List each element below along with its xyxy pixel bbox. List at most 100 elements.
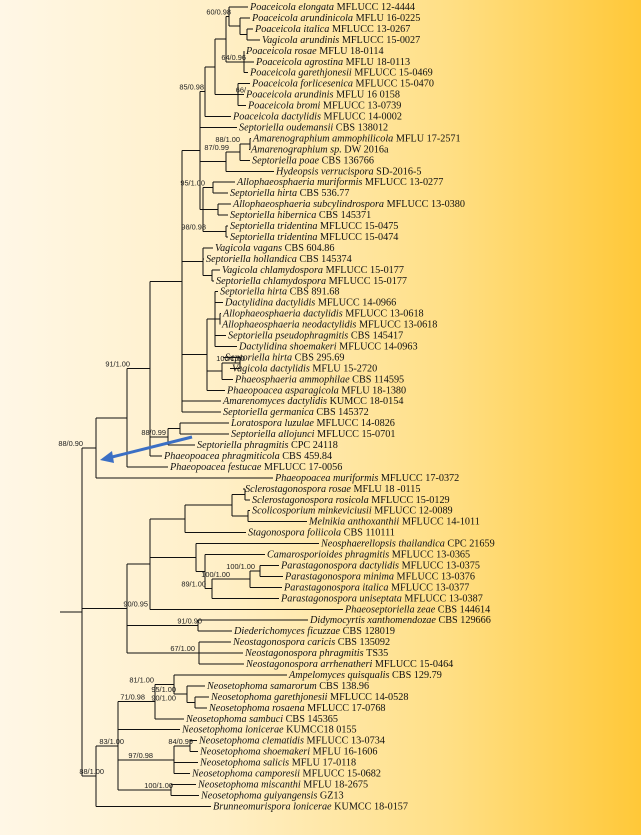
taxon-label: Phaeopoacea asparagicola MFLU 18-1380: [226, 385, 406, 396]
taxon-voucher: MFLU 18 -0115: [353, 484, 420, 495]
taxon-name: Poaceicola agrostina: [255, 57, 346, 68]
taxon-name: Poaceicola italica: [254, 24, 332, 35]
taxon-name: Parastagonospora dactylidis: [280, 560, 402, 571]
taxon-label: Poaceicola rosae MFLU 18-0114: [245, 46, 384, 57]
taxon-label: Dactylidina dactylidis MFLUCC 14-0966: [224, 298, 396, 309]
taxon-name: Sclerostagonospora rosicola: [252, 495, 371, 506]
taxon-voucher: CBS 145374: [299, 254, 351, 265]
support-value: 81/1.00: [129, 676, 154, 685]
taxon-label: Amarenographium sp. DW 2016a: [250, 144, 389, 155]
taxon-voucher: TS35: [366, 648, 388, 659]
taxon-name: Neosphaerellopsis thailandica: [320, 539, 447, 550]
support-value: 88/1.00: [79, 767, 104, 776]
taxon-label: Parastagonospora dactylidis MFLUCC 13-03…: [280, 560, 480, 571]
taxon-name: Ampelomyces quisqualis: [288, 670, 392, 681]
taxon-label: Phaeoseptoriella zeae CBS 144614: [344, 604, 490, 615]
taxon-voucher: MFLUCC 15-0682: [303, 769, 381, 780]
taxon-label: Parastagonospora uniseptata MFLUCC 13-03…: [280, 593, 483, 604]
taxon-name: Neosetophoma salicis: [199, 758, 292, 769]
taxon-voucher: SD-2016-5: [376, 166, 421, 177]
taxon-label: Loratospora luzulae MFLUCC 14-0826: [230, 418, 395, 429]
taxon-voucher: CBS 138012: [336, 122, 388, 133]
taxon-label: Neosetophoma samarorum CBS 138.96: [206, 681, 369, 692]
taxon-name: Allophaeosphaeria muriformis: [236, 177, 365, 188]
taxon-name: Vagicola arundinis: [262, 35, 342, 46]
taxon-voucher: CBS 459.84: [282, 451, 332, 462]
taxon-voucher: CBS 138.96: [319, 681, 369, 692]
taxon-name: Neostagonospora arrhenatheri: [245, 659, 375, 670]
support-value: 90/1.00: [151, 693, 176, 702]
taxon-name: Allophaeosphaeria neodactylidis: [221, 320, 359, 331]
taxon-name: Neosetophoma rosaena: [208, 703, 307, 714]
taxon-label: Sclerostagonospora rosicola MFLUCC 15-01…: [252, 495, 450, 506]
arrow-head: [100, 451, 114, 463]
taxon-voucher: MFLUCC 12-0089: [374, 506, 452, 517]
support-values: 60/0.9864/0.9666/85/0.9888/1.0087/0.9995…: [58, 8, 255, 790]
taxon-label: Dactylidina shoemakeri MFLUCC 14-0963: [238, 341, 418, 352]
taxon-label: Allophaeosphaeria neodactylidis MFLUCC 1…: [221, 320, 437, 331]
taxon-label: Septoriella hirta CBS 536.77: [230, 188, 349, 199]
arrow-shaft: [107, 435, 193, 460]
taxon-name: Sclerostagonospora rosae: [245, 484, 353, 495]
taxon-voucher: MFLUCC 13-0380: [387, 199, 465, 210]
taxon-label: Neosetophoma lonicerae KUMCC18 0155: [181, 725, 357, 736]
taxon-name: Loratospora luzulae: [230, 418, 316, 429]
taxon-voucher: MFLUCC 14-0963: [339, 341, 417, 352]
taxon-name: Septoriella poae: [252, 155, 322, 166]
support-value: 95/1.00: [180, 179, 205, 188]
taxon-name: Dactylidina shoemakeri: [238, 341, 339, 352]
taxon-name: Neosetophoma sambuci: [185, 714, 286, 725]
taxon-voucher: MFLUCC 13-0734: [307, 736, 385, 747]
taxon-name: Septoriella germanica: [223, 407, 316, 418]
taxon-voucher: CBS 129.79: [392, 670, 442, 681]
taxon-voucher: MFLU 16-1606: [313, 747, 378, 758]
taxon-label: Poaceicola garethjonesii MFLUCC 15-0469: [249, 68, 433, 79]
support-value: 85/0.98: [179, 83, 204, 92]
taxon-label: Neosetophoma sambuci CBS 145365: [185, 714, 338, 725]
taxon-voucher: MFLUCC 17-0056: [264, 462, 342, 473]
taxon-label: Septoriella phragmitis CPC 24118: [197, 440, 338, 451]
taxon-name: Poaceicola dactylidis: [232, 112, 324, 123]
taxon-voucher: CBS 114595: [352, 374, 404, 385]
taxon-label: Septoriella tridentina MFLUCC 15-0475: [230, 221, 398, 232]
taxon-name: Septoriella hollandica: [206, 254, 299, 265]
taxon-name: Septoriella pseudophragmitis: [228, 331, 351, 342]
taxon-label: Septoriella pseudophragmitis CBS 145417: [228, 331, 403, 342]
taxon-label: Allophaeosphaeria muriformis MFLUCC 13-0…: [236, 177, 443, 188]
taxon-label: Neosetophoma garethjonesii MFLUCC 14-052…: [210, 692, 408, 703]
support-value: 66/: [236, 86, 247, 95]
taxon-voucher: KUMCC 18-0154: [330, 396, 404, 407]
taxon-name: Amarenomyces dactylidis: [222, 396, 330, 407]
taxon-name: Diederichomyces ficuzzae: [233, 626, 343, 637]
taxon-name: Dactylidina dactylidis: [224, 298, 318, 309]
support-value: 91/1.00: [105, 360, 130, 369]
taxon-name: Poaceicola forlicesenica: [251, 79, 356, 90]
taxon-label: Neosetophoma clematidis MFLUCC 13-0734: [198, 736, 385, 747]
taxon-name: Phaeopoacea phragmiticola: [163, 451, 282, 462]
support-value: 88/1.00: [215, 135, 240, 144]
taxon-label: Neostagonospora arrhenatheri MFLUCC 15-0…: [245, 659, 453, 670]
taxon-name: Amarenographium sp.: [250, 144, 344, 155]
taxon-label: Vagicola chlamydospora MFLUCC 15-0177: [222, 265, 404, 276]
taxon-label: Septoriella chlamydospora MFLUCC 15-0177: [216, 276, 407, 287]
taxon-name: Septoriella hirta: [230, 188, 300, 199]
taxon-label: Phaeosphaeria ammophilae CBS 114595: [234, 374, 404, 385]
taxon-voucher: CPC 21659: [447, 539, 494, 550]
taxon-voucher: CBS 145417: [351, 331, 403, 342]
taxon-voucher: MFLU 15-2720: [312, 363, 377, 374]
taxon-name: Allophaeosphaeria subcylindrospora: [232, 199, 387, 210]
taxon-label: Camarosporioides phragmitis MFLUCC 13-03…: [267, 550, 470, 561]
taxon-name: Brunneomurispora lonicerae: [213, 801, 334, 812]
taxon-name: Phaeopoacea muriformis: [274, 473, 381, 484]
taxon-voucher: MFLUCC 14-0528: [330, 692, 408, 703]
taxon-name: Allophaeosphaeria dactylidis: [222, 309, 345, 320]
support-value: 83/1.00: [99, 737, 124, 746]
taxon-name: Vagicola chlamydospora: [222, 265, 326, 276]
taxon-label: Poaceicola bromi MFLUCC 13-0739: [247, 101, 401, 112]
taxon-voucher: MFLUCC 13-0618: [345, 309, 423, 320]
taxon-name: Poaceicola bromi: [247, 101, 323, 112]
taxon-name: Septoriella hibernica: [230, 210, 319, 221]
taxon-label: Neosetophoma camporesii MFLUCC 15-0682: [191, 769, 381, 780]
taxon-voucher: MFLU 18-1380: [341, 385, 406, 396]
